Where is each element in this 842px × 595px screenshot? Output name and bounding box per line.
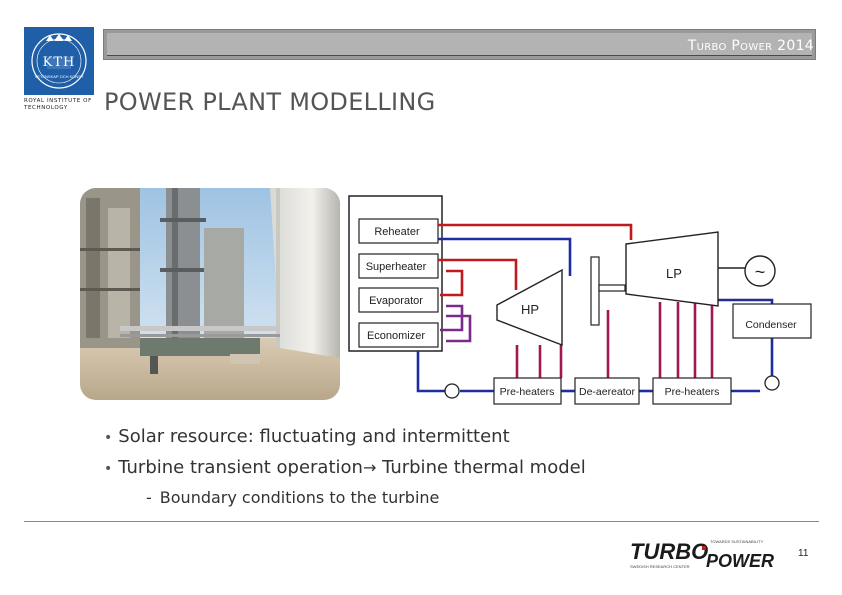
shaft-coupling: [598, 284, 626, 292]
hp-turbine: [496, 268, 563, 347]
footer-divider: [24, 521, 819, 522]
condensate-pump-icon: [764, 375, 780, 391]
feedwater-pump-icon: [444, 383, 460, 399]
header-brand-turbo: Turbo: [687, 38, 727, 54]
bullet-list: • Solar resource: fluctuating and intermi…: [104, 426, 586, 514]
footer-logo-tag2: SWEDISH RESEARCH CENTER: [630, 564, 690, 569]
header-brand-year: 2014: [777, 38, 814, 54]
process-diagram: Reheater Superheater Evaporator Economiz…: [340, 190, 830, 410]
page-number: 11: [798, 548, 809, 559]
bullet-item: • Solar resource: fluctuating and intermi…: [104, 426, 586, 457]
generator: [744, 255, 776, 287]
condenser-label: Condenser: [745, 319, 797, 331]
logo-institution: VETENSKAP OCH KONST: [34, 74, 84, 79]
footer-logo-turbo: TURBO: [630, 539, 708, 564]
lp-label: LP: [666, 266, 682, 281]
kth-logo: KTH VETENSKAP OCH KONST: [24, 27, 94, 95]
economizer-label: Economizer: [367, 330, 425, 342]
pipe-evap-econ-link: [440, 304, 464, 332]
turbine-shaft: [590, 256, 600, 326]
sub-bullet-dash: -: [146, 488, 152, 507]
preheaters-right-label: Pre-heaters: [665, 386, 720, 398]
preheaters-left-box: [493, 377, 562, 405]
superheater-label: Superheater: [366, 261, 427, 273]
reheater-box: [358, 218, 439, 244]
pipe-feedwater: [416, 351, 446, 393]
footer-logo-tag1: TOWARDS SUSTAINABILITY: [710, 539, 764, 544]
header-bar: [103, 29, 816, 60]
page-title: POWER PLANT MODELLING: [104, 88, 436, 116]
power-plant-photo: [80, 188, 340, 400]
bullet-text-continued: Turbine thermal model: [376, 457, 586, 478]
pipe-reheat-in: [438, 237, 572, 276]
evaporator-box: [358, 287, 439, 313]
pipe-superheat-out: [438, 258, 518, 290]
generator-symbol: ~: [755, 262, 766, 282]
turbopower-footer-logo: TURBO POWER TOWARDS SUSTAINABILITY SWEDI…: [630, 535, 780, 575]
header-brand: Turbo Power 2014: [688, 38, 814, 54]
preheaters-right-box: [652, 377, 732, 405]
economizer-box: [358, 322, 439, 348]
header-brand-power: Power: [731, 38, 773, 54]
condenser-box: [732, 303, 812, 339]
pipe-econ-out: [446, 314, 472, 343]
bullet-text: Turbine transient operation: [118, 457, 363, 478]
sub-bullet-item: -Boundary conditions to the turbine: [104, 488, 586, 514]
deaerator-box: [574, 377, 640, 405]
evaporator-label: Evaporator: [369, 295, 423, 307]
deaerator-label: De-aereator: [579, 386, 636, 398]
logo-abbr: KTH: [42, 55, 76, 70]
bullet-item: • Turbine transient operation→ Turbine th…: [104, 457, 586, 488]
footer-logo-power: POWER: [706, 551, 774, 571]
preheaters-left-label: Pre-heaters: [500, 386, 555, 398]
logo-caption: ROYAL INSTITUTE OF TECHNOLOGY: [24, 98, 92, 111]
arrow-right-icon: →: [362, 458, 377, 477]
pipe-sh-evap-link: [440, 269, 464, 297]
lp-turbine: [625, 231, 719, 307]
bullet-text: Solar resource: fluctuating and intermit…: [118, 426, 510, 447]
superheater-box: [358, 253, 439, 279]
bullet-marker: •: [104, 461, 113, 477]
reheater-label: Reheater: [374, 226, 420, 238]
pipe-reheat-out: [438, 223, 633, 240]
bullet-marker: •: [104, 430, 113, 446]
sub-bullet-text: Boundary conditions to the turbine: [159, 488, 440, 507]
hp-label: HP: [521, 302, 539, 317]
